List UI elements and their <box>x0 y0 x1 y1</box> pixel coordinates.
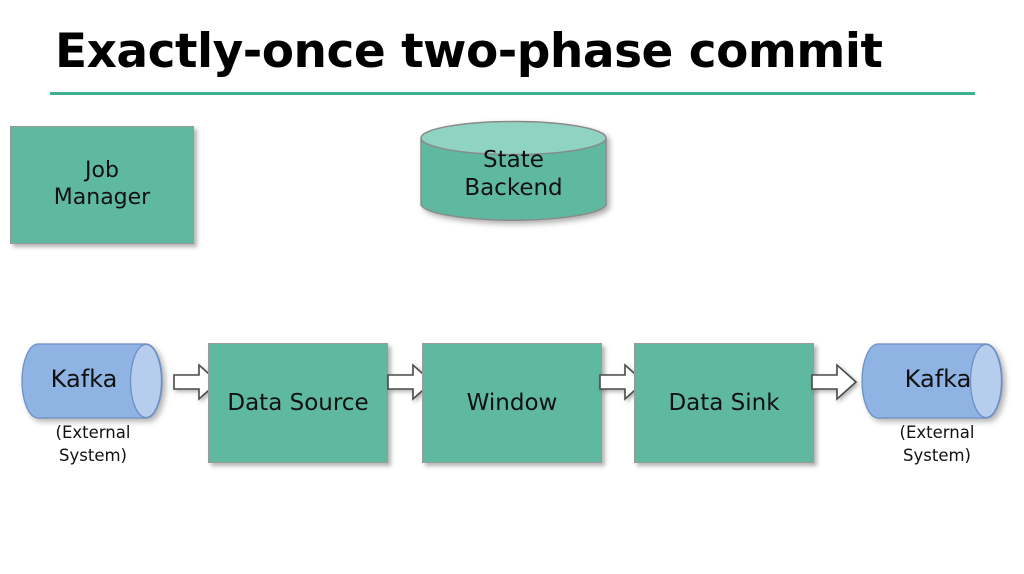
cylinder-horizontal-shape-icon <box>21 343 163 419</box>
page-title: Exactly-once two-phase commit <box>55 24 883 79</box>
node-data-source: Data Source <box>208 343 388 463</box>
node-kafka-sink-label: Kafka <box>904 365 972 393</box>
title-divider <box>50 92 975 95</box>
node-job-manager-label: Job Manager <box>53 158 151 210</box>
node-kafka-source-caption: (External System) <box>55 423 131 466</box>
node-job-manager: Job Manager <box>10 126 194 244</box>
node-state-backend-label: State Backend <box>464 147 563 202</box>
node-kafka-source: Kafka <box>8 343 176 419</box>
node-kafka-source-label: Kafka <box>50 365 118 393</box>
node-kafka-sink-caption: (External System) <box>899 423 975 466</box>
node-data-sink: Data Sink <box>634 343 814 463</box>
node-data-sink-label: Data Sink <box>668 389 780 416</box>
node-data-source-label: Data Source <box>227 389 369 416</box>
node-state-backend: State Backend <box>420 120 607 223</box>
node-window: Window <box>422 343 602 463</box>
cylinder-shape-icon <box>420 120 607 221</box>
node-kafka-sink: Kafka <box>848 343 1016 419</box>
node-window-label: Window <box>466 389 558 416</box>
cylinder-horizontal-shape-icon <box>861 343 1003 419</box>
arrow-right-icon <box>810 362 858 402</box>
